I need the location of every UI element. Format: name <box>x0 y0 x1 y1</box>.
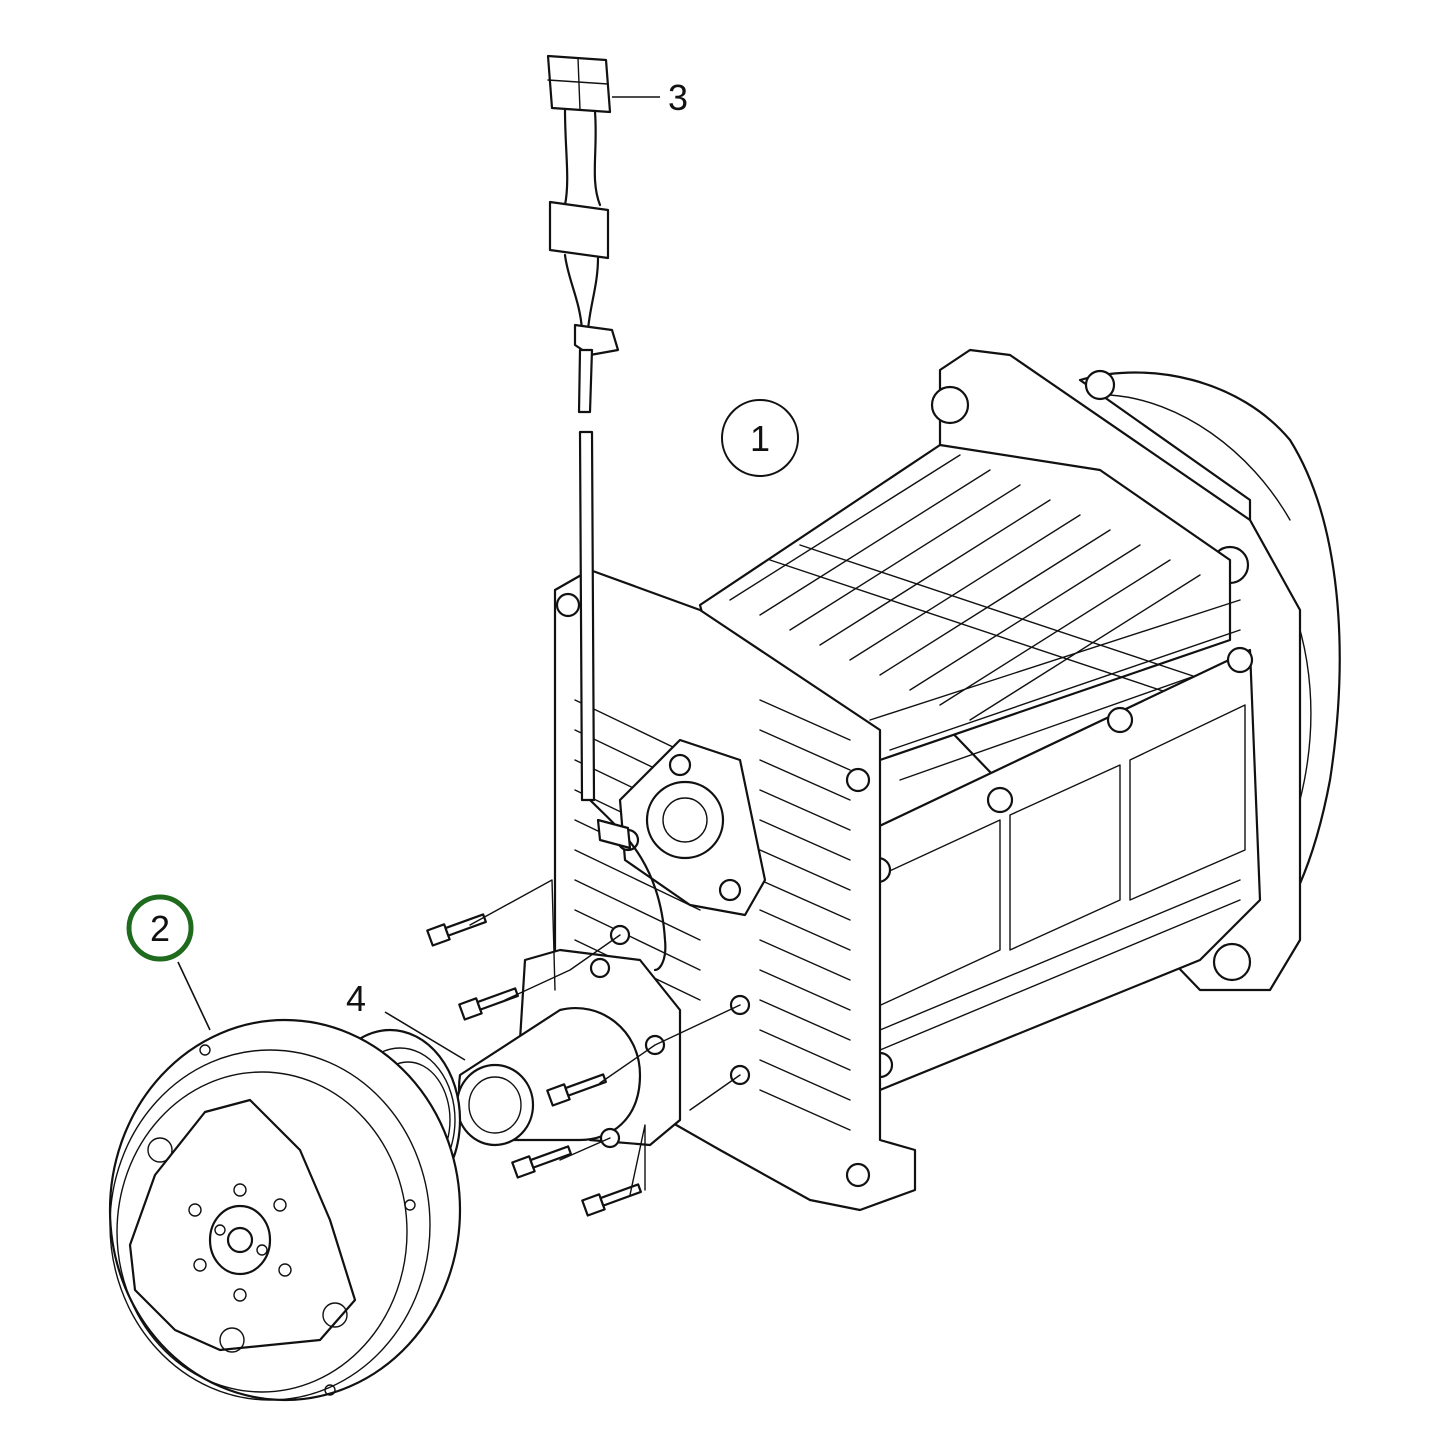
callout-3[interactable]: 3 <box>612 77 688 118</box>
callout-2-label: 2 <box>150 908 170 949</box>
wiring-harness[interactable] <box>546 54 667 972</box>
bolt <box>426 913 487 947</box>
mounting-bolts[interactable] <box>426 879 741 1217</box>
callout-1-label: 1 <box>750 418 770 459</box>
callout-2[interactable]: 2 <box>126 894 211 1031</box>
callout-3-label: 3 <box>668 77 688 118</box>
bolt <box>458 987 519 1021</box>
clutch-hub-adapter[interactable] <box>455 948 682 1149</box>
callout-4-label: 4 <box>346 978 366 1019</box>
callout-4[interactable]: 4 <box>346 978 466 1061</box>
bolt <box>581 1183 642 1217</box>
bolt <box>546 1073 607 1107</box>
callout-1[interactable]: 1 <box>721 399 799 477</box>
clutch-assembly[interactable] <box>108 1018 462 1402</box>
bolt <box>511 1145 572 1179</box>
